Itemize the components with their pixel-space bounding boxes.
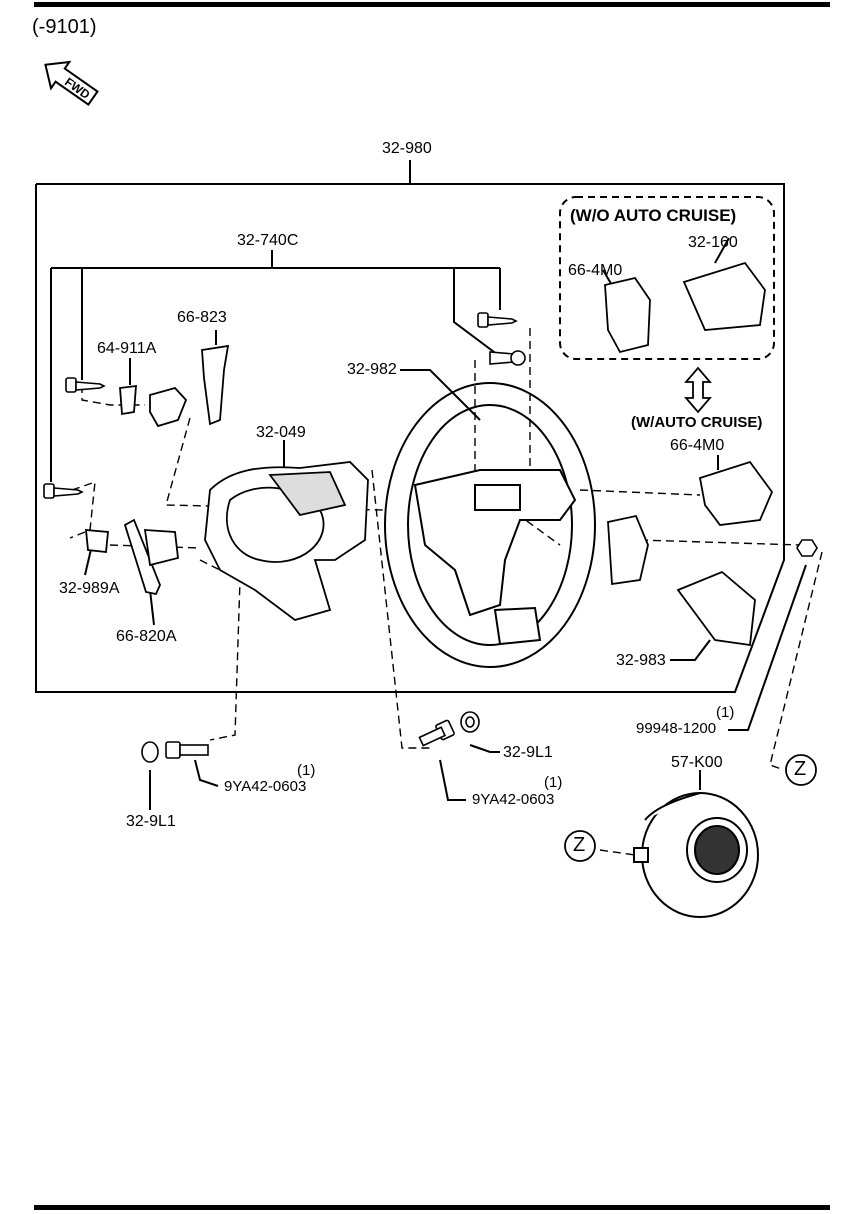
- part-9ya42-0603-right: 9YA42-0603: [472, 791, 555, 808]
- bracket-lower-icon: [143, 529, 179, 567]
- steering-wheel-icon: [384, 382, 596, 668]
- part-9ya42-right-qty: (1): [544, 774, 563, 791]
- part-32-9l1-left: 32-9L1: [126, 813, 176, 830]
- part-32-989a: 32-989A: [59, 580, 120, 597]
- part-32-049: 32-049: [256, 424, 306, 441]
- screw-upper-left-icon: [65, 377, 106, 393]
- z-ref-circle-1-icon: [785, 754, 817, 786]
- part-99948-1200: 99948-1200: [636, 720, 717, 737]
- part-32-740c: 32-740C: [237, 232, 299, 249]
- paddle-shifter-lower-icon: [123, 518, 161, 596]
- part-66-4m0-b: 66-4M0: [670, 437, 725, 454]
- switch-cover-32-160-icon: [682, 261, 766, 331]
- z-ref-2-label: Z: [573, 834, 586, 856]
- switch-cover-32-983-icon: [676, 570, 756, 647]
- nut-icon: [796, 539, 818, 557]
- part-66-4m0-a: 66-4M0: [568, 262, 623, 279]
- screw-mid-right-icon: [489, 350, 526, 366]
- part-32-9l1-right: 32-9L1: [503, 744, 553, 761]
- bottom-border-rule: [34, 1205, 830, 1210]
- airbag-module-icon: [633, 792, 759, 918]
- bolt-left-icon: [165, 741, 209, 759]
- part-66-820a: 66-820A: [116, 628, 177, 645]
- part-66-823: 66-823: [177, 309, 227, 326]
- part-9ya42-0603-left: 9YA42-0603: [224, 778, 307, 795]
- part-99948-qty: (1): [716, 704, 735, 721]
- part-57-k00: 57-K00: [671, 754, 723, 771]
- part-64-911a: 64-911A: [97, 340, 157, 357]
- part-32-982: 32-982: [347, 361, 397, 378]
- part-32-160: 32-160: [688, 234, 738, 251]
- screw-top-right-icon: [477, 312, 518, 328]
- switch-w-cruise-right-icon: [698, 460, 774, 526]
- caption-wo-auto-cruise: (W/O AUTO CRUISE): [570, 206, 737, 225]
- rear-cover-icon: [204, 461, 369, 621]
- clip-upper-icon: [119, 384, 137, 416]
- washer-right-icon: [460, 711, 480, 733]
- z-ref-1-label: Z: [794, 758, 807, 780]
- switch-w-cruise-left-icon: [607, 514, 649, 586]
- caption-w-auto-cruise: (W/AUTO CRUISE): [631, 414, 763, 431]
- cap-left-icon: [141, 741, 159, 763]
- part-32-980: 32-980: [382, 140, 432, 157]
- part-32-983: 32-983: [616, 652, 666, 669]
- part-9ya42-left-qty: (1): [297, 762, 316, 779]
- switch-wo-cruise-icon: [604, 276, 651, 354]
- double-arrow-icon: [684, 366, 712, 414]
- bolt-right-icon: [418, 719, 455, 747]
- clip-lower-icon: [84, 529, 109, 553]
- paddle-shifter-upper-icon: [201, 344, 230, 426]
- z-ref-circle-2-icon: [564, 830, 596, 862]
- top-border-rule: [34, 2, 830, 7]
- bracket-upper-icon: [149, 386, 188, 428]
- range-code-label: (-9101): [32, 16, 97, 38]
- fwd-arrow-icon: FWD: [44, 60, 99, 107]
- assembly-frame: [35, 183, 785, 693]
- screw-lower-left-icon: [43, 483, 84, 499]
